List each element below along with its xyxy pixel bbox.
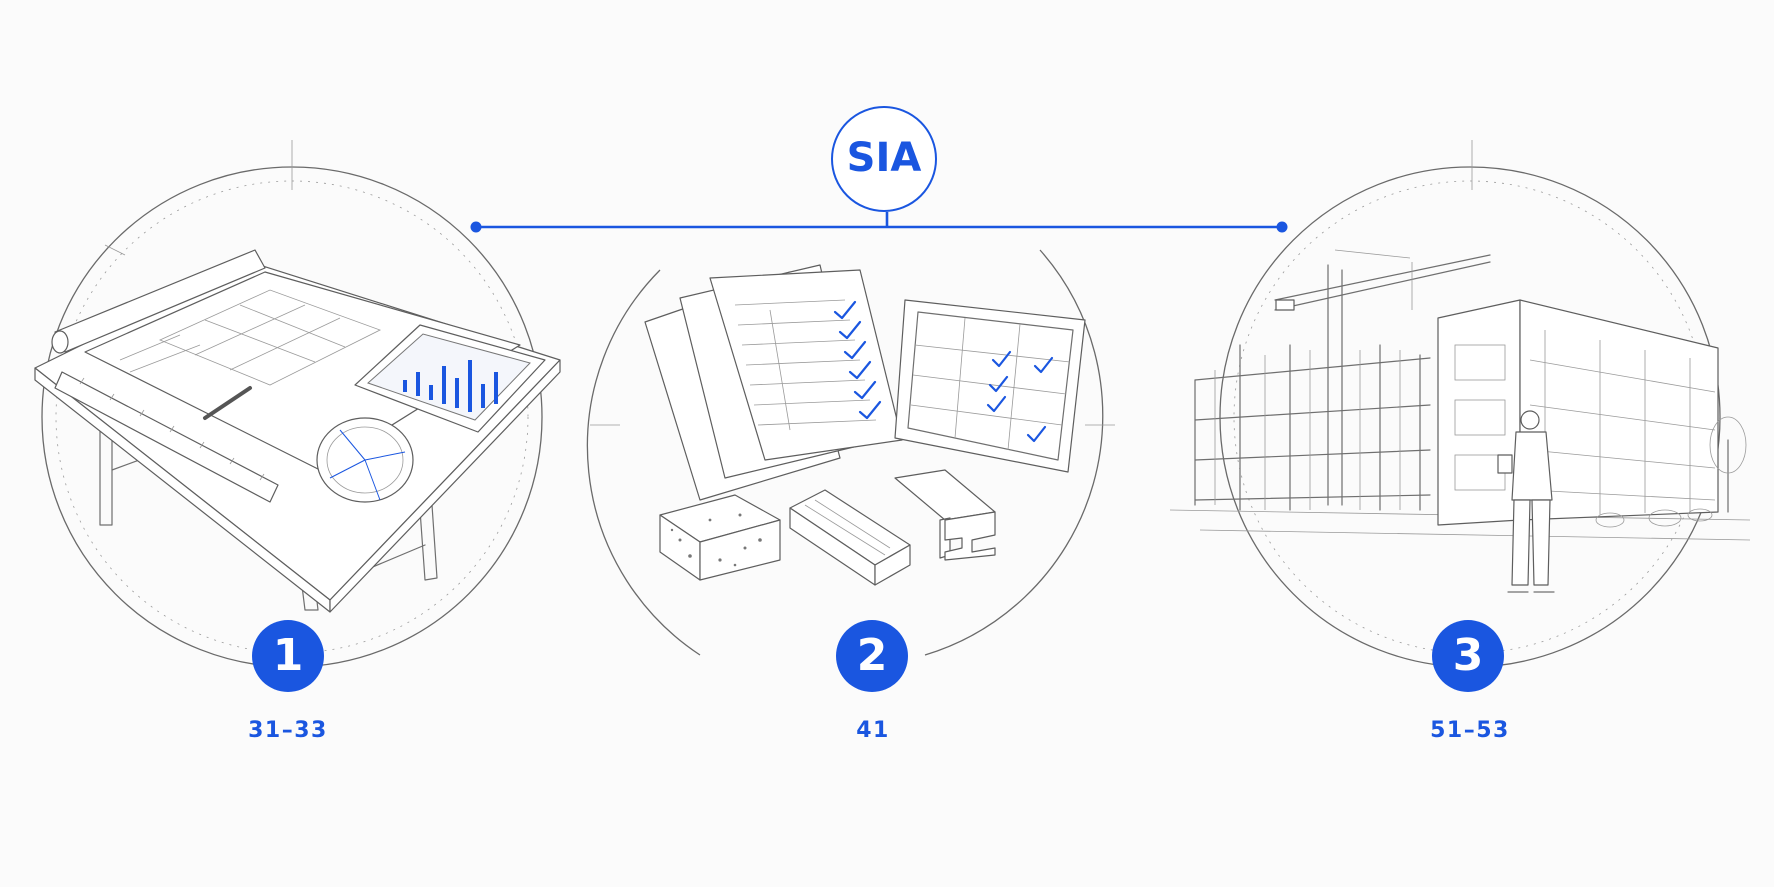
phase-3-label: 51–53 — [1430, 718, 1510, 743]
phase-1-number-badge: 1 — [252, 620, 324, 692]
phase-2-number-badge: 2 — [836, 620, 908, 692]
tender-documents-icon — [586, 249, 1115, 656]
phase-1-label: 31–33 — [248, 718, 328, 743]
connector-line — [470, 212, 1288, 233]
person-figure — [1497, 410, 1555, 593]
construction-site-icon — [1169, 140, 1751, 668]
phase-3-number-badge: 3 — [1432, 620, 1504, 692]
planning-table-icon — [34, 140, 561, 668]
sia-badge: SIA — [831, 106, 937, 212]
phase-2-label: 41 — [856, 718, 890, 743]
